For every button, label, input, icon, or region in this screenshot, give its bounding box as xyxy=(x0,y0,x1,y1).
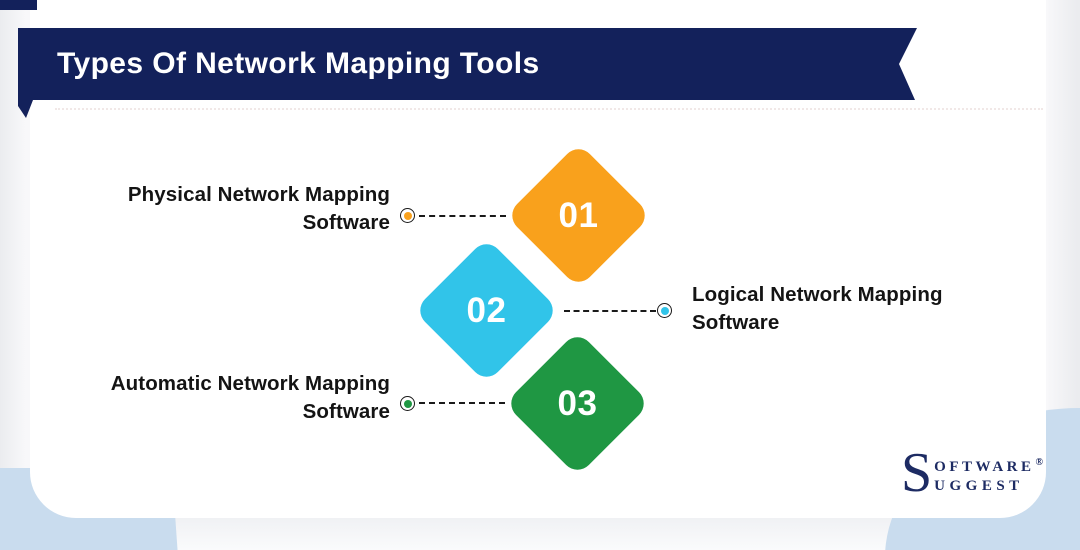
logo-initial: S xyxy=(901,442,933,504)
step-label-01-line2: Software xyxy=(302,210,390,234)
logo-word-bottom: UGGEST xyxy=(934,478,1024,494)
logo-word-top: OFTWARE® xyxy=(934,457,1043,475)
step-label-03-line1: Automatic Network Mapping xyxy=(110,372,390,395)
step-label-01-line1: Physical Network Mapping xyxy=(127,183,390,206)
background-strip-right xyxy=(1046,0,1080,445)
page-title: Types Of Network Mapping Tools xyxy=(57,47,540,80)
connector-dot-fill-03 xyxy=(403,399,412,408)
step-number-01: 01 xyxy=(558,195,599,235)
step-number-02: 02 xyxy=(466,290,507,330)
step-number-03: 03 xyxy=(557,383,598,423)
connector-dot-icon-03 xyxy=(400,396,415,411)
ribbon-underline xyxy=(55,108,1043,110)
connector-dot-icon-02 xyxy=(657,303,672,318)
step-label-01: Physical Network Mapping Software xyxy=(88,181,390,236)
step-label-03: Automatic Network Mapping Software xyxy=(88,370,390,425)
connector-dot-icon-01 xyxy=(400,208,415,223)
connector-dot-fill-01 xyxy=(403,211,412,220)
connector-line-02 xyxy=(564,310,656,312)
step-label-02-line1: Logical Network Mapping xyxy=(692,283,943,306)
connector-line-01 xyxy=(419,215,506,217)
step-label-03-line2: Software xyxy=(302,399,390,423)
corner-accent-top-left xyxy=(0,0,37,10)
step-label-02-line2: Software xyxy=(692,310,780,334)
registered-mark: ® xyxy=(1035,457,1043,468)
connector-dot-fill-02 xyxy=(660,306,669,315)
step-label-02: Logical Network Mapping Software xyxy=(692,281,994,336)
softwaresuggest-logo: S OFTWARE® UGGEST xyxy=(901,442,1043,504)
connector-line-03 xyxy=(419,402,505,404)
